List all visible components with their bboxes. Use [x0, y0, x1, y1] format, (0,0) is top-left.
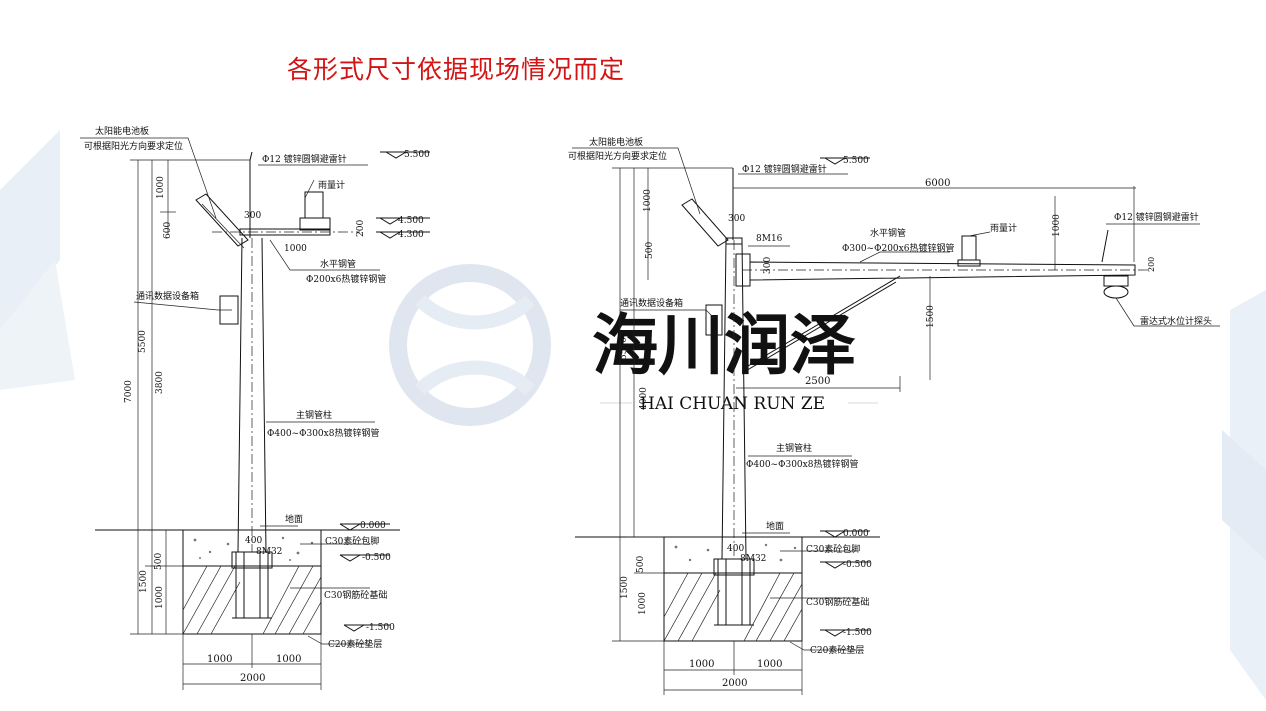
right-dims-d200: 200: [1147, 257, 1156, 272]
left-rain-gauge: 雨量计: [318, 179, 345, 191]
left-dims-d600: 600: [163, 222, 173, 239]
right-drawing: 1000 500 5500 4000 500 1500 1000 1000 15…: [568, 136, 1220, 695]
watermark-logo-icon: [389, 264, 551, 426]
right-comm-box: 通讯数据设备箱: [620, 297, 683, 309]
watermark-sub: HAI CHUAN RUN ZE: [640, 394, 825, 414]
right-dims-d500b: 500: [636, 556, 646, 573]
left-dims-d3800: 3800: [155, 371, 165, 394]
right-elev-0: 5.500: [843, 156, 869, 166]
page-title: 各形式尺寸依据现场情况而定: [287, 55, 626, 84]
right-ground: 地面: [766, 520, 784, 532]
left-dims-b1000a: 1000: [207, 654, 232, 665]
left-dims-d1000: 1000: [156, 176, 166, 199]
right-dims-d2500: 2500: [805, 376, 830, 387]
right-dims-d400: 400: [727, 544, 744, 554]
right-elev-3: -1.500: [843, 628, 872, 638]
left-solar-panel: 太阳能电池板: [95, 125, 149, 137]
left-elev-2: 4.300: [398, 230, 424, 240]
right-dims-d6000: 6000: [925, 178, 950, 189]
left-c30-rebar: C30钢筋砼基础: [324, 589, 387, 601]
left-dims-d300: 300: [244, 211, 261, 221]
right-c30-plain: C30素砼包脚: [806, 543, 860, 555]
right-dims-d1500b: 1500: [620, 576, 630, 599]
left-main-pole-spec: Φ400~Φ300x8热镀锌钢管: [267, 427, 379, 439]
right-dims-d500: 500: [645, 242, 655, 259]
left-elev-5: -1.500: [366, 623, 395, 633]
right-c20: C20素砼垫层: [810, 644, 864, 656]
left-dims-d200: 200: [356, 220, 366, 237]
right-dims-b1000a: 1000: [689, 659, 714, 670]
left-main-pole: 主钢管柱: [296, 409, 332, 421]
right-dims-d1000: 1000: [643, 189, 653, 212]
right-main-pole-spec: Φ400~Φ300x8热镀锌钢管: [746, 458, 858, 470]
left-elev-0: 5.500: [404, 150, 430, 160]
right-lightning-rod: Φ12 镀锌圆钢避雷针: [742, 163, 827, 175]
right-rain-gauge: 雨量计: [990, 222, 1017, 234]
left-dims-d500: 500: [154, 553, 164, 570]
right-solar-panel: 太阳能电池板: [589, 136, 643, 148]
left-dims-d1500: 1500: [139, 570, 149, 593]
right-dims-d300: 300: [763, 257, 773, 274]
left-dims-d400: 400: [245, 536, 262, 546]
right-dims-b1000b: 1000: [757, 659, 782, 670]
right-dims-d4000: 4000: [639, 387, 649, 410]
left-c20: C20素砼垫层: [328, 638, 382, 650]
right-elev-2: -0.500: [843, 560, 872, 570]
left-c30-plain: C30素砼包脚: [325, 535, 379, 547]
left-elev-4: -0.500: [362, 553, 391, 563]
right-main-pole: 主钢管柱: [776, 442, 812, 454]
right-c30-rebar: C30钢筋砼基础: [806, 596, 869, 608]
right-bolt: 8M32: [740, 554, 766, 564]
left-dims-b2000: 2000: [240, 673, 265, 684]
right-solar-note: 可根据阳光方向要求定位: [568, 150, 667, 162]
right-radar: 雷达式水位计探头: [1140, 315, 1212, 327]
right-elev-1: 0.000: [843, 529, 869, 539]
watermark: 海川润泽 HAI CHUAN RUN ZE: [389, 264, 878, 426]
left-comm-box: 通讯数据设备箱: [136, 290, 199, 302]
right-dims-b2000: 2000: [722, 678, 747, 689]
left-elev-3: 0.000: [360, 521, 386, 531]
right-dims-d5500: 5500: [619, 337, 629, 360]
right-horizontal-pipe: 水平钢管: [870, 227, 906, 239]
right-dims-d1000b: 1000: [638, 592, 648, 615]
right-dims-d300b: 300: [728, 214, 745, 224]
right-horizontal-pipe-spec: Φ300~Φ200x6热镀锌钢管: [842, 242, 954, 254]
left-dims-d1000h: 1000: [284, 244, 307, 254]
right-dims-d1000v: 1000: [1052, 214, 1062, 237]
left-bolt: 8M32: [256, 547, 282, 557]
left-horizontal-pipe-spec: Φ200x6热镀锌钢管: [306, 273, 386, 285]
left-dims-b1000b: 1000: [276, 654, 301, 665]
left-elev-1: 4.500: [398, 216, 424, 226]
left-dims-d1000b: 1000: [155, 586, 165, 609]
right-bolt-top: 8M16: [756, 234, 783, 244]
left-ground: 地面: [285, 513, 303, 525]
left-drawing: 1000 600 5500 3800 7000 500 1500 1000 10…: [80, 125, 430, 690]
right-lightning-rod2: Φ12 镀锌圆钢避雷针: [1114, 211, 1199, 223]
left-dims-d5500: 5500: [138, 330, 148, 353]
left-horizontal-pipe: 水平钢管: [320, 258, 356, 270]
right-dims-d1500: 1500: [926, 305, 936, 328]
left-dims-d7000: 7000: [124, 380, 134, 403]
left-lightning-rod: Φ12 镀锌圆钢避雷针: [262, 153, 347, 165]
left-solar-note: 可根据阳光方向要求定位: [84, 140, 183, 152]
